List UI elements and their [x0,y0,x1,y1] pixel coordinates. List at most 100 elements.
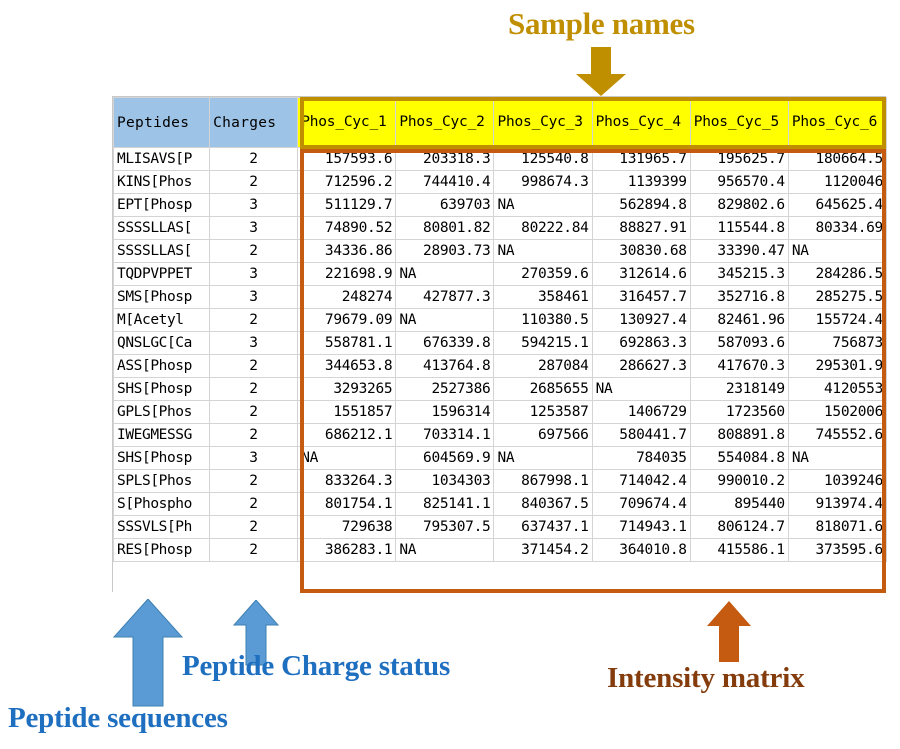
cell-charge[interactable]: 2 [209,423,299,447]
cell-charge[interactable]: 2 [209,239,299,263]
cell-intensity[interactable]: 221698.9 [297,262,397,286]
cell-intensity[interactable]: 30830.68 [591,239,691,263]
cell-intensity[interactable]: 33390.47 [689,239,789,263]
cell-intensity[interactable]: 801754.1 [297,492,397,516]
column-header-sample-6[interactable]: Phos_Cyc_6 [787,97,888,148]
cell-intensity[interactable]: 1406729 [591,400,691,424]
cell-intensity[interactable]: 358461 [493,285,593,309]
cell-intensity[interactable]: 795307.5 [395,515,495,539]
cell-intensity[interactable]: 712596.2 [297,170,397,194]
cell-intensity[interactable]: 645625.4 [787,193,888,217]
cell-intensity[interactable]: 115544.8 [689,216,789,240]
cell-intensity[interactable]: 956570.4 [689,170,789,194]
cell-peptide[interactable]: ASS[Phosp [112,354,211,378]
column-header-sample-1[interactable]: Phos_Cyc_1 [297,97,397,148]
cell-charge[interactable]: 2 [209,308,299,332]
cell-intensity[interactable]: 270359.6 [493,262,593,286]
cell-intensity[interactable]: 1502006 [787,400,888,424]
cell-intensity[interactable]: 808891.8 [689,423,789,447]
cell-intensity[interactable]: 386283.1 [297,538,397,562]
cell-intensity[interactable]: 806124.7 [689,515,789,539]
column-header-sample-5[interactable]: Phos_Cyc_5 [689,97,789,148]
cell-intensity[interactable]: 990010.2 [689,469,789,493]
cell-peptide[interactable]: M[Acetyl [112,308,211,332]
cell-intensity[interactable]: NA [395,262,495,286]
cell-intensity[interactable]: 511129.7 [297,193,397,217]
column-header-sample-3[interactable]: Phos_Cyc_3 [493,97,593,148]
cell-intensity[interactable]: 3293265 [297,377,397,401]
cell-charge[interactable]: 3 [209,216,299,240]
cell-intensity[interactable]: 80334.69 [787,216,888,240]
cell-intensity[interactable]: 895440 [689,492,789,516]
cell-intensity[interactable]: 2527386 [395,377,495,401]
cell-peptide[interactable]: SSSSLLAS[ [112,239,211,263]
cell-intensity[interactable]: 125540.8 [493,147,593,171]
cell-intensity[interactable]: 2685655 [493,377,593,401]
cell-intensity[interactable]: 1120046 [787,170,888,194]
cell-peptide[interactable]: SSSVLS[Ph [112,515,211,539]
cell-intensity[interactable]: 692863.3 [591,331,691,355]
cell-intensity[interactable]: 157593.6 [297,147,397,171]
cell-intensity[interactable]: 587093.6 [689,331,789,355]
cell-intensity[interactable]: 287084 [493,354,593,378]
cell-intensity[interactable]: 784035 [591,446,691,470]
cell-intensity[interactable]: 825141.1 [395,492,495,516]
cell-intensity[interactable]: 28903.73 [395,239,495,263]
cell-charge[interactable]: 2 [209,400,299,424]
cell-peptide[interactable]: MLISAVS[P [112,147,211,171]
cell-intensity[interactable]: 1596314 [395,400,495,424]
cell-intensity[interactable]: 998674.3 [493,170,593,194]
cell-intensity[interactable]: 82461.96 [689,308,789,332]
cell-intensity[interactable]: 558781.1 [297,331,397,355]
cell-intensity[interactable]: 714042.4 [591,469,691,493]
cell-peptide[interactable]: S[Phospho [112,492,211,516]
cell-intensity[interactable]: NA [493,193,593,217]
cell-intensity[interactable]: NA [395,538,495,562]
cell-intensity[interactable]: 312614.6 [591,262,691,286]
cell-charge[interactable]: 2 [209,492,299,516]
cell-charge[interactable]: 3 [209,285,299,309]
cell-intensity[interactable]: 413764.8 [395,354,495,378]
cell-intensity[interactable]: 373595.6 [787,538,888,562]
cell-intensity[interactable]: 913974.4 [787,492,888,516]
cell-peptide[interactable]: SSSSLLAS[ [112,216,211,240]
cell-intensity[interactable]: NA [297,446,397,470]
spreadsheet-grid[interactable]: Peptides Charges Phos_Cyc_1 Phos_Cyc_2 P… [112,96,888,592]
cell-intensity[interactable]: 833264.3 [297,469,397,493]
cell-intensity[interactable]: 371454.2 [493,538,593,562]
cell-charge[interactable]: 3 [209,446,299,470]
cell-charge[interactable]: 3 [209,331,299,355]
cell-intensity[interactable]: NA [395,308,495,332]
cell-intensity[interactable]: 1253587 [493,400,593,424]
cell-intensity[interactable]: 729638 [297,515,397,539]
cell-intensity[interactable]: 88827.91 [591,216,691,240]
cell-intensity[interactable]: NA [787,239,888,263]
cell-intensity[interactable]: 1723560 [689,400,789,424]
cell-intensity[interactable]: 840367.5 [493,492,593,516]
cell-intensity[interactable]: 295301.9 [787,354,888,378]
cell-intensity[interactable]: 427877.3 [395,285,495,309]
cell-intensity[interactable]: 180664.5 [787,147,888,171]
cell-intensity[interactable]: NA [493,446,593,470]
cell-intensity[interactable]: NA [591,377,691,401]
cell-intensity[interactable]: 818071.6 [787,515,888,539]
cell-intensity[interactable]: 345215.3 [689,262,789,286]
cell-intensity[interactable]: 562894.8 [591,193,691,217]
cell-peptide[interactable]: IWEGMESSG [112,423,211,447]
cell-charge[interactable]: 3 [209,262,299,286]
cell-intensity[interactable]: 286627.3 [591,354,691,378]
cell-intensity[interactable]: 417670.3 [689,354,789,378]
column-header-sample-2[interactable]: Phos_Cyc_2 [395,97,495,148]
cell-charge[interactable]: 3 [209,193,299,217]
cell-intensity[interactable]: 637437.1 [493,515,593,539]
cell-intensity[interactable]: 745552.6 [787,423,888,447]
